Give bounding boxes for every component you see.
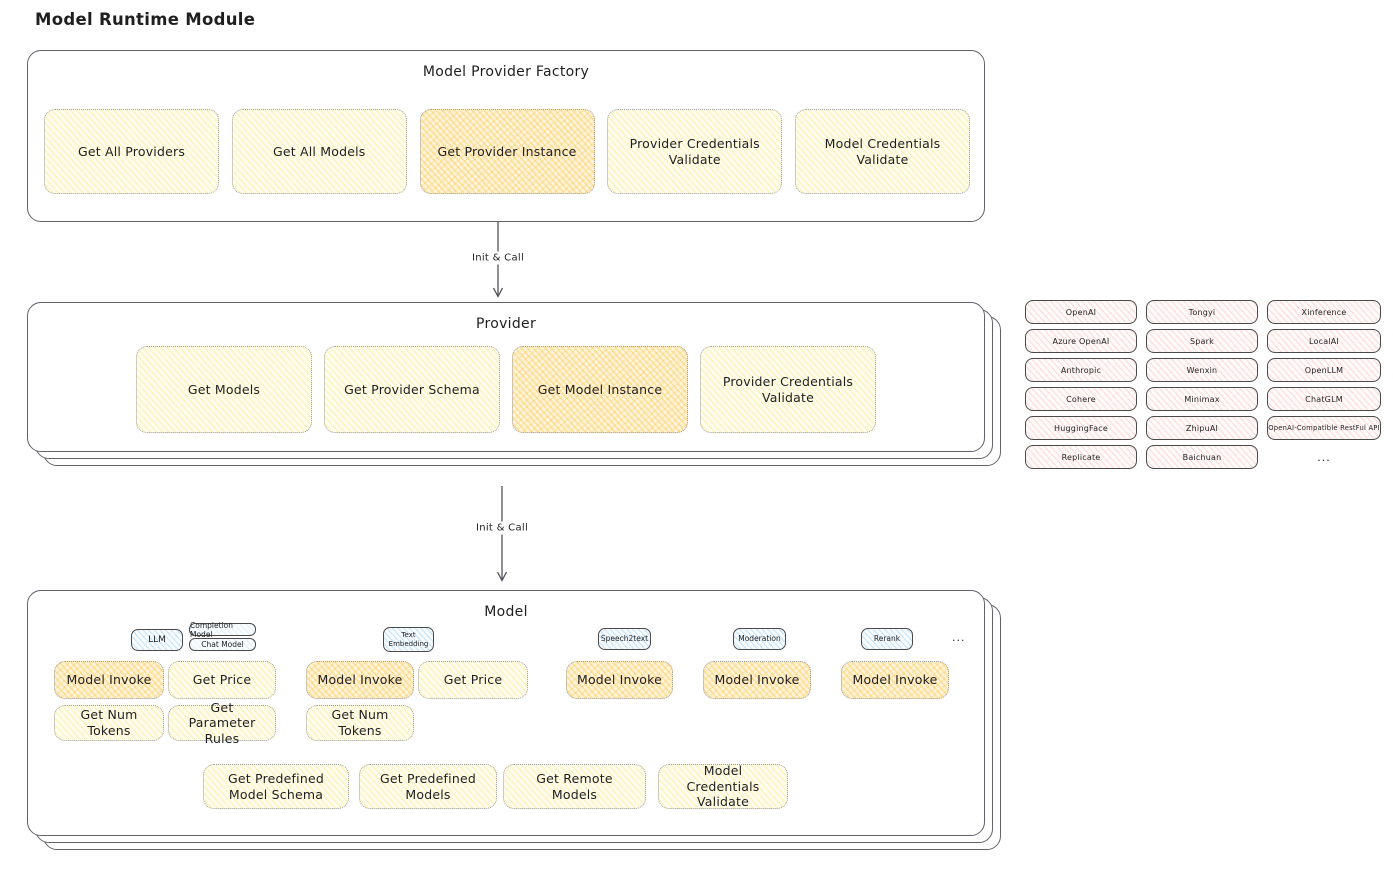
provider-openai-compatible-restful-api: OpenAI-Compatible RestFul API (1267, 416, 1381, 440)
node-get-remote-models: Get Remote Models (503, 764, 646, 809)
model-frame-title: Model (484, 604, 528, 620)
node-model-credentials-validate-2: Model Credentials Validate (658, 763, 788, 809)
node-get-all-providers: Get All Providers (44, 109, 219, 194)
subtab-chat-model: Chat Model (189, 638, 256, 651)
provider-list-panel: OpenAI Tongyi Xinference Azure OpenAI Sp… (1025, 300, 1381, 469)
node-embedding-get-num-tokens: Get Num Tokens (306, 705, 414, 741)
tab-speech2text: Speech2text (598, 628, 651, 650)
node-provider-credentials-validate: Provider Credentials Validate (607, 109, 783, 194)
node-llm-model-invoke: Model Invoke (54, 661, 164, 699)
node-embedding-get-price: Get Price (418, 661, 528, 699)
provider-wenxin: Wenxin (1146, 358, 1258, 382)
tab-llm: LLM (131, 629, 183, 651)
provider-localai: LocalAI (1267, 329, 1381, 353)
node-speech2text-model-invoke: Model Invoke (566, 661, 673, 699)
provider-frame: Provider Get Models Get Provider Schema … (27, 302, 985, 452)
provider-openllm: OpenLLM (1267, 358, 1381, 382)
provider-anthropic: Anthropic (1025, 358, 1137, 382)
provider-tongyi: Tongyi (1146, 300, 1258, 324)
node-get-provider-instance: Get Provider Instance (419, 109, 595, 194)
model-frame: Model LLM Completion Model Chat Model Te… (27, 590, 985, 836)
node-llm-get-num-tokens: Get Num Tokens (54, 705, 164, 741)
node-llm-get-parameter-rules: Get Parameter Rules (168, 700, 276, 746)
node-get-models: Get Models (136, 346, 312, 433)
provider-xinference: Xinference (1267, 300, 1381, 324)
node-moderation-model-invoke: Model Invoke (703, 661, 811, 699)
tab-text-embedding: Text Embedding (383, 627, 434, 652)
node-embedding-model-invoke: Model Invoke (306, 661, 414, 699)
node-llm-get-price: Get Price (168, 661, 276, 699)
factory-frame: Model Provider Factory Get All Providers… (27, 50, 985, 222)
node-rerank-model-invoke: Model Invoke (841, 661, 949, 699)
provider-baichuan: Baichuan (1146, 445, 1258, 469)
provider-minimax: Minimax (1146, 387, 1258, 411)
provider-huggingface: HuggingFace (1025, 416, 1137, 440)
node-get-predefined-model-schema: Get Predefined Model Schema (203, 764, 349, 809)
provider-list-ellipsis: ... (1317, 450, 1331, 464)
provider-frame-title: Provider (475, 316, 537, 332)
provider-spark: Spark (1146, 329, 1258, 353)
factory-frame-title: Model Provider Factory (422, 64, 590, 80)
provider-cohere: Cohere (1025, 387, 1137, 411)
tabs-ellipsis: ... (952, 631, 966, 644)
tab-rerank: Rerank (861, 628, 913, 650)
provider-azure-openai: Azure OpenAI (1025, 329, 1137, 353)
provider-openai: OpenAI (1025, 300, 1137, 324)
subtab-completion-model: Completion Model (189, 621, 256, 639)
provider-replicate: Replicate (1025, 445, 1137, 469)
node-provider-credentials-validate-2: Provider Credentials Validate (700, 346, 876, 433)
node-model-credentials-validate: Model Credentials Validate (795, 109, 970, 194)
provider-chatglm: ChatGLM (1267, 387, 1381, 411)
arrow-label-init-call-1: Init & Call (466, 251, 530, 265)
node-get-all-models: Get All Models (231, 109, 407, 194)
diagram-title: Model Runtime Module (35, 10, 256, 29)
node-get-provider-schema: Get Provider Schema (324, 346, 500, 433)
provider-zhipuai: ZhipuAI (1146, 416, 1258, 440)
arrow-label-init-call-2: Init & Call (470, 521, 534, 535)
node-get-model-instance: Get Model Instance (512, 346, 688, 433)
tab-moderation: Moderation (733, 628, 786, 650)
node-get-predefined-models: Get Predefined Models (359, 764, 497, 809)
